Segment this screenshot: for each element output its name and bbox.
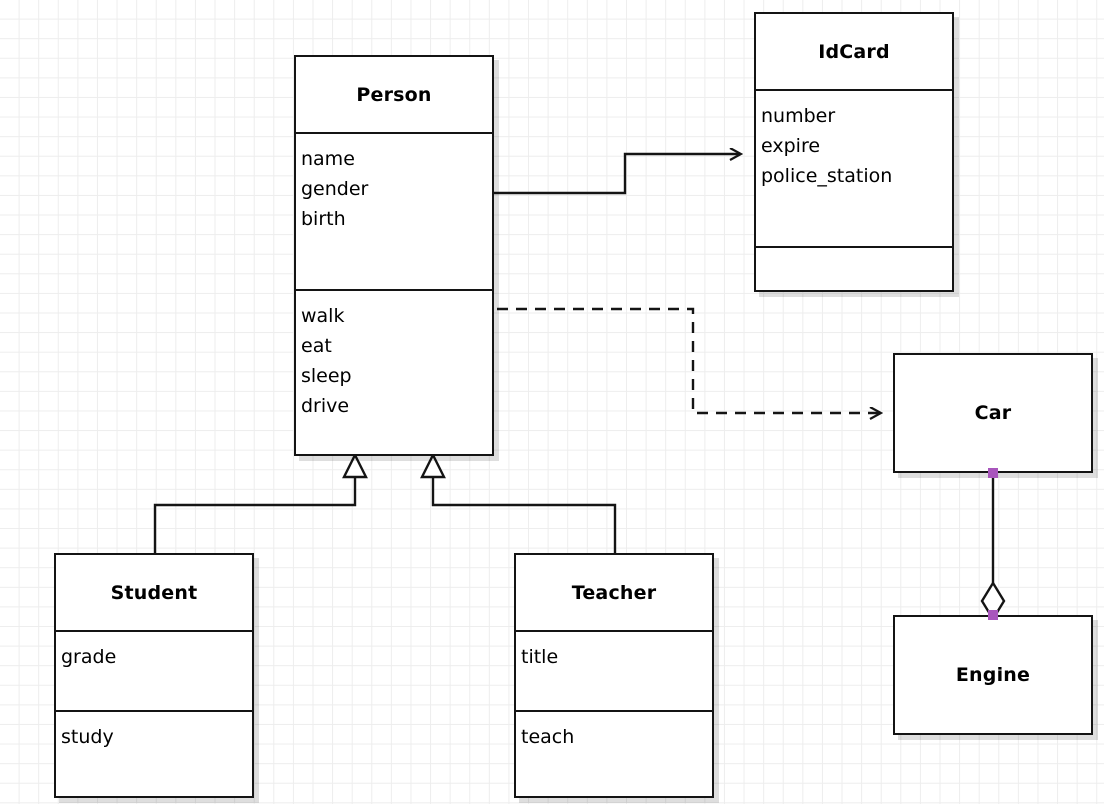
edge-handle-car-end[interactable] bbox=[988, 468, 998, 478]
operation-item: teach bbox=[521, 726, 575, 748]
edge-person-idcard[interactable] bbox=[494, 154, 740, 195]
uml-class-teacher[interactable]: Teacher title teach bbox=[514, 553, 714, 798]
uml-class-person[interactable]: Person name gender birth walk eat sleep … bbox=[294, 55, 494, 456]
uml-class-student[interactable]: Student grade study bbox=[54, 553, 254, 798]
edge-student-person[interactable] bbox=[153, 452, 368, 553]
attribute-item: expire bbox=[761, 135, 821, 157]
class-operations-student: study bbox=[56, 710, 252, 796]
uml-class-idcard[interactable]: IdCard number expire police_station bbox=[754, 12, 954, 292]
edge-teacher-person[interactable] bbox=[420, 452, 617, 553]
attribute-item: grade bbox=[61, 646, 117, 668]
edge-person-car[interactable] bbox=[497, 307, 880, 413]
edge-handle-engine-end[interactable] bbox=[988, 610, 998, 620]
class-title-engine: Engine bbox=[895, 617, 1091, 733]
class-name-label: Student bbox=[110, 581, 198, 604]
operation-item: sleep bbox=[301, 365, 352, 387]
class-operations-person: walk eat sleep drive bbox=[296, 289, 492, 454]
attribute-item: title bbox=[521, 646, 559, 668]
operation-item: eat bbox=[301, 335, 332, 357]
attribute-item: gender bbox=[301, 178, 369, 200]
class-name-label: IdCard bbox=[818, 40, 890, 63]
operation-item: walk bbox=[301, 305, 345, 327]
class-title-student: Student bbox=[56, 555, 252, 630]
edge-car-engine[interactable] bbox=[980, 473, 1006, 622]
class-name-label: Engine bbox=[955, 664, 1031, 686]
class-title-teacher: Teacher bbox=[516, 555, 712, 630]
class-name-label: Car bbox=[974, 402, 1012, 424]
uml-class-car[interactable]: Car bbox=[893, 353, 1093, 473]
attribute-item: name bbox=[301, 148, 355, 170]
class-operations-teacher: teach bbox=[516, 710, 712, 796]
operation-item: study bbox=[61, 726, 114, 748]
class-attributes-student: grade bbox=[56, 630, 252, 710]
attribute-item: police_station bbox=[761, 165, 893, 187]
class-attributes-teacher: title bbox=[516, 630, 712, 710]
class-name-label: Teacher bbox=[571, 581, 657, 604]
operation-item: drive bbox=[301, 395, 350, 417]
attribute-item: birth bbox=[301, 208, 346, 230]
class-attributes-person: name gender birth bbox=[296, 132, 492, 289]
class-title-idcard: IdCard bbox=[756, 14, 952, 89]
class-attributes-idcard: number expire police_station bbox=[756, 89, 952, 246]
attribute-item: number bbox=[761, 105, 836, 127]
class-title-person: Person bbox=[296, 57, 492, 132]
class-title-car: Car bbox=[895, 355, 1091, 471]
class-name-label: Person bbox=[356, 83, 432, 106]
uml-class-engine[interactable]: Engine bbox=[893, 615, 1093, 735]
class-operations-idcard bbox=[756, 246, 952, 286]
